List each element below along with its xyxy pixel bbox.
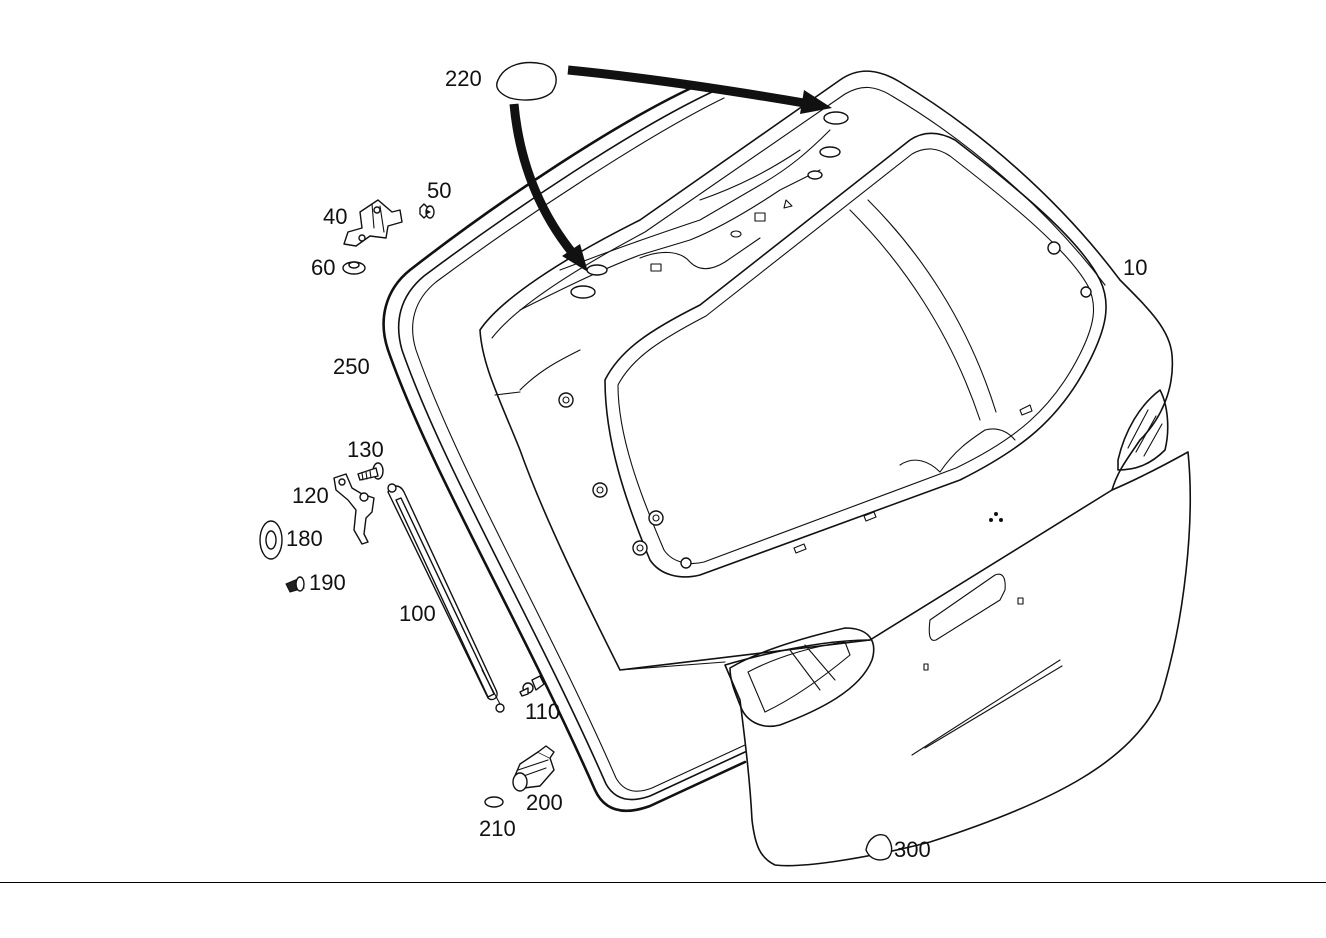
ball-stud-110 <box>519 675 545 697</box>
arrowhead-down-icon <box>562 244 588 272</box>
callout-210: 210 <box>479 816 516 841</box>
bracket-120 <box>333 473 375 545</box>
switch-200 <box>512 745 555 792</box>
tailgate-seal <box>382 82 747 813</box>
callout-180: 180 <box>286 526 323 551</box>
callout-50: 50 <box>427 178 452 203</box>
callout-60: 60 <box>311 255 336 280</box>
cover-220 <box>496 61 557 101</box>
callout-40: 40 <box>323 204 348 229</box>
grommet-180 <box>259 520 283 560</box>
callout-110: 110 <box>525 699 561 724</box>
callout-250: 250 <box>333 354 370 379</box>
gas-strut-100 <box>387 483 505 713</box>
bolt-130 <box>357 462 384 481</box>
callout-220: 220 <box>445 66 482 91</box>
callout-190: 190 <box>309 570 346 595</box>
callout-100: 100 <box>399 601 436 626</box>
clip-300 <box>865 834 893 861</box>
callout-120: 120 <box>292 483 329 508</box>
washer-210 <box>484 796 504 808</box>
arrow-220-down <box>509 103 588 272</box>
callout-10: 10 <box>1123 255 1148 280</box>
hinge-40 <box>343 199 403 247</box>
callout-300: 300 <box>894 837 931 862</box>
nut-60 <box>342 261 366 275</box>
tailgate-body <box>479 70 1191 867</box>
arrow-220-right <box>567 65 832 114</box>
bolt-50 <box>419 203 435 219</box>
callout-200: 200 <box>526 790 563 815</box>
callout-130: 130 <box>347 437 384 462</box>
arrowhead-right-icon <box>800 90 832 114</box>
bottom-divider <box>0 882 1326 883</box>
screw-190 <box>285 576 305 593</box>
